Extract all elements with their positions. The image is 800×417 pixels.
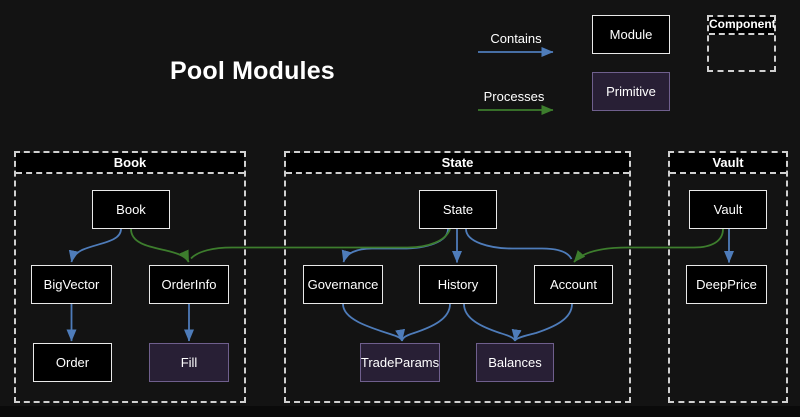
book-container-title: Book xyxy=(16,153,244,174)
book-container: Book xyxy=(14,151,246,403)
node-bigvector: BigVector xyxy=(31,265,112,304)
node-governance: Governance xyxy=(303,265,383,304)
node-vault: Vault xyxy=(689,190,767,229)
node-history: History xyxy=(419,265,497,304)
node-fill: Fill xyxy=(149,343,229,382)
bottom-edge xyxy=(0,406,800,417)
state-container-title: State xyxy=(286,153,629,174)
state-container: State xyxy=(284,151,631,403)
legend-module-node: Module xyxy=(592,15,670,54)
legend-primitive-node: Primitive xyxy=(592,72,670,111)
node-deepprice: DeepPrice xyxy=(686,265,767,304)
page-title: Pool Modules xyxy=(170,57,335,85)
node-state: State xyxy=(419,190,497,229)
node-order: Order xyxy=(33,343,112,382)
legend-component-label: Component xyxy=(709,17,776,35)
node-account: Account xyxy=(534,265,613,304)
legend-contains-label: Contains xyxy=(490,31,542,46)
legend-processes-label: Processes xyxy=(483,89,545,104)
node-balances: Balances xyxy=(476,343,554,382)
node-tradeparams: TradeParams xyxy=(360,343,440,382)
legend-component-box: Component xyxy=(707,15,776,72)
node-orderinfo: OrderInfo xyxy=(149,265,229,304)
vault-container: Vault xyxy=(668,151,788,403)
vault-container-title: Vault xyxy=(670,153,786,174)
node-book: Book xyxy=(92,190,170,229)
